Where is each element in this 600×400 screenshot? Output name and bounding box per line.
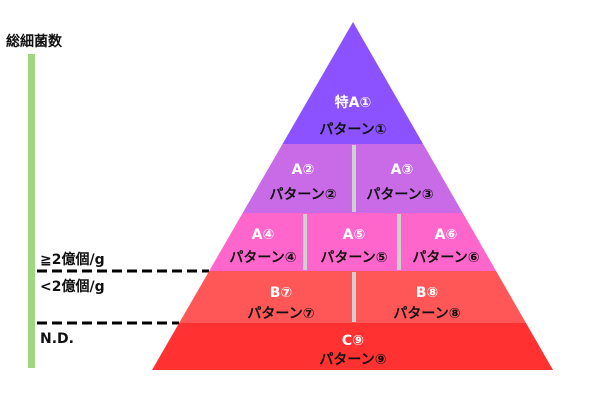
pattern-label: パターン⑥: [412, 250, 479, 266]
level-label-high: ≧2億個/g: [40, 251, 105, 268]
grade-label: A③: [391, 162, 414, 178]
pattern-label: パターン⑨: [319, 352, 386, 368]
level-label-nd: N.D.: [40, 331, 74, 347]
divider: [397, 214, 401, 270]
grade-label: B⑦: [270, 285, 293, 301]
divider: [352, 145, 356, 212]
grade-label: A④: [252, 227, 275, 243]
divider: [352, 272, 356, 322]
grade-label: A⑤: [343, 227, 366, 243]
divider: [303, 214, 307, 270]
level-label-low: <2億個/g: [40, 278, 105, 295]
grade-label: B⑧: [416, 285, 439, 301]
grade-label: 特A①: [335, 94, 372, 111]
grade-label: A②: [292, 162, 315, 178]
grade-label: A⑥: [435, 227, 458, 243]
pattern-label: パターン④: [229, 250, 296, 266]
pattern-label: パターン②: [269, 187, 336, 203]
axis-bar: [28, 54, 35, 368]
pattern-label: パターン⑤: [320, 250, 387, 266]
pyramid: [152, 22, 553, 370]
tier-5: [152, 323, 553, 370]
grade-label: C⑨: [342, 333, 364, 349]
pattern-label: パターン⑧: [393, 306, 460, 322]
pattern-label: パターン③: [366, 187, 433, 203]
axis-title: 総細菌数: [6, 33, 63, 50]
pattern-label: パターン①: [319, 122, 386, 138]
pattern-label: パターン⑦: [247, 306, 314, 322]
